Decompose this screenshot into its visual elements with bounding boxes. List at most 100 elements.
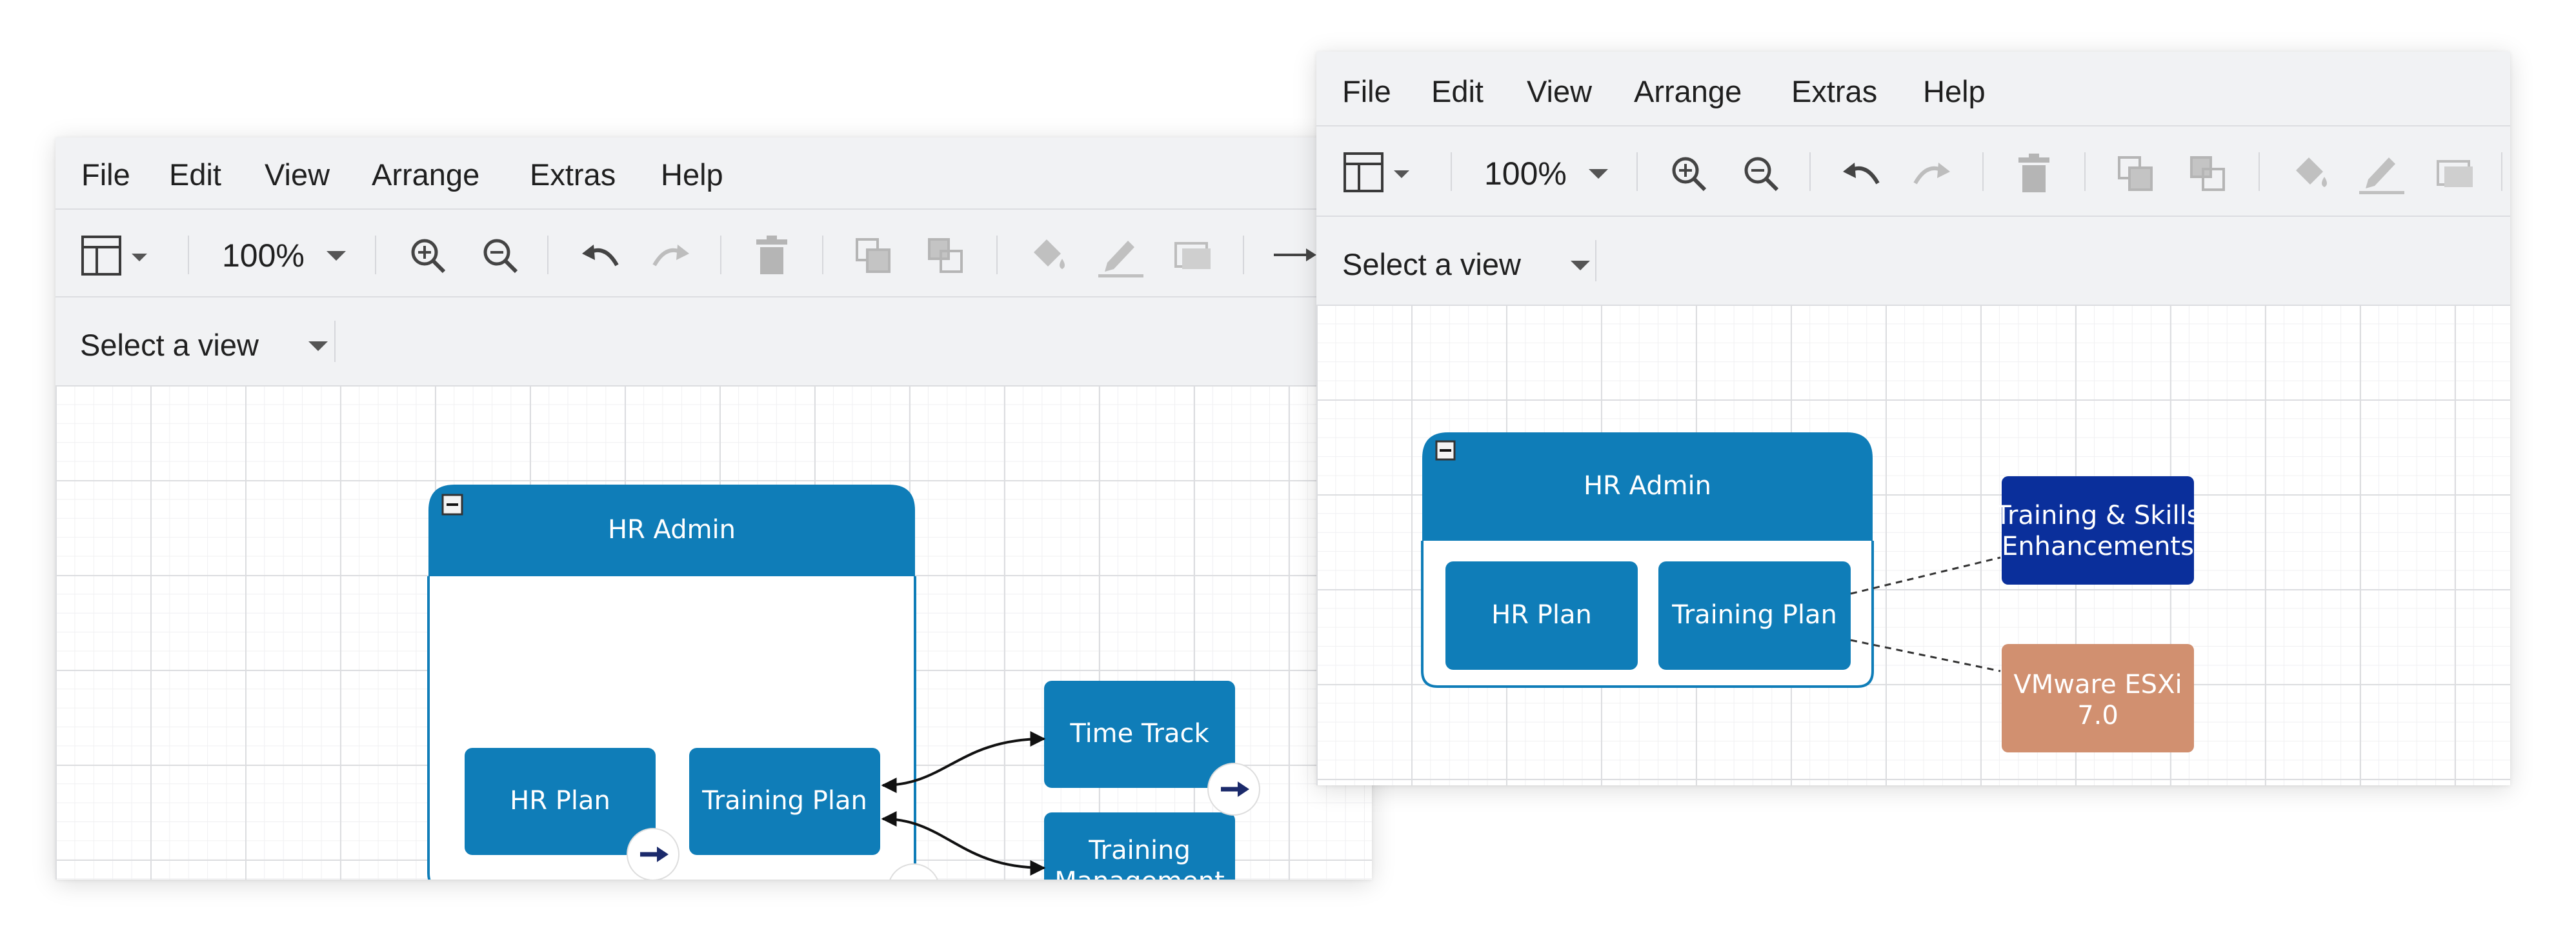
- format-panel-toggle[interactable]: [80, 234, 164, 283]
- training-management-node[interactable]: Training Management: [1044, 812, 1235, 880]
- redo-icon: [1913, 163, 1950, 185]
- collapse-toggle[interactable]: [441, 494, 463, 516]
- undo-button[interactable]: [1840, 159, 1882, 190]
- to-front-button[interactable]: [854, 237, 893, 279]
- to-back-button[interactable]: [2189, 155, 2228, 197]
- layout-panel-icon: [81, 236, 147, 276]
- collapse-icon: [441, 494, 463, 516]
- toolbar-separator: [1809, 152, 1811, 191]
- to-back-button[interactable]: [927, 237, 965, 279]
- connector-style-button[interactable]: [1274, 246, 1319, 268]
- shadow-button[interactable]: [2435, 157, 2477, 193]
- view-bar: Select a view: [55, 296, 1372, 387]
- to-front-button[interactable]: [2117, 155, 2155, 197]
- menu-help[interactable]: Help: [1923, 74, 1986, 108]
- menu-help[interactable]: Help: [661, 157, 723, 192]
- pen-icon: [1098, 241, 1143, 277]
- hr-admin-title: HR Admin: [608, 515, 736, 545]
- association-to-vmware-esxi[interactable]: [1850, 639, 2001, 672]
- connector-training-plan-to-training-management[interactable]: [881, 811, 1046, 876]
- fill-color-button[interactable]: [2291, 154, 2332, 196]
- arrow-right-icon: [1274, 248, 1316, 261]
- collapse-icon: [1435, 440, 1456, 461]
- training-plan-node[interactable]: Training Plan: [689, 748, 880, 855]
- zoom-out-button[interactable]: [481, 237, 520, 279]
- menu-bar: File Edit View Arrange Extras Help: [1316, 52, 2510, 125]
- vmware-label-line2: 7.0: [2077, 701, 2118, 730]
- toolbar-separator: [2084, 152, 2086, 191]
- vmware-esxi-node[interactable]: VMware ESXi 7.0: [2002, 644, 2194, 752]
- hr-plan-node[interactable]: HR Plan: [465, 748, 656, 855]
- line-color-button[interactable]: [2359, 152, 2404, 198]
- collapse-toggle[interactable]: [1435, 440, 1456, 461]
- hr-plan-node[interactable]: HR Plan: [1445, 561, 1638, 670]
- zoom-value: 100%: [1484, 156, 1567, 192]
- redo-button[interactable]: [650, 241, 692, 272]
- menu-edit[interactable]: Edit: [1431, 74, 1484, 108]
- time-track-node[interactable]: Time Track: [1044, 681, 1235, 788]
- diagram-canvas[interactable]: HR Admin HR Plan Training Plan Training …: [1316, 305, 2510, 785]
- arrow-right-icon: [1221, 781, 1249, 797]
- menu-extras[interactable]: Extras: [1791, 74, 1878, 108]
- zoom-dropdown[interactable]: 100%: [1484, 154, 1613, 192]
- menu-arrange[interactable]: Arrange: [372, 157, 480, 192]
- zoom-in-button[interactable]: [409, 237, 448, 279]
- to-back-icon: [928, 238, 963, 273]
- menu-file[interactable]: File: [1342, 74, 1391, 108]
- menu-view[interactable]: View: [265, 157, 330, 192]
- training-management-label-line1: Training: [1088, 836, 1191, 865]
- training-skills-enhancements-node[interactable]: Training & Skills Enhancements: [1995, 476, 2200, 585]
- trash-icon: [2018, 154, 2049, 192]
- redo-icon: [652, 245, 689, 267]
- zoom-out-icon: [1744, 157, 1779, 192]
- shadow-button[interactable]: [1173, 239, 1214, 275]
- zoom-out-icon: [483, 239, 518, 274]
- chevron-down-icon: [308, 341, 328, 351]
- menu-arrange[interactable]: Arrange: [1634, 74, 1742, 108]
- delete-button[interactable]: [752, 236, 791, 279]
- view-selector[interactable]: Select a view: [80, 327, 328, 360]
- view-selector[interactable]: Select a view: [1342, 247, 1590, 279]
- association-to-skills-enhancements[interactable]: [1850, 556, 2001, 595]
- zoom-out-button[interactable]: [1742, 155, 1781, 197]
- chevron-down-icon: [1571, 261, 1590, 270]
- menu-edit[interactable]: Edit: [169, 157, 221, 192]
- view-bar: Select a view: [1316, 216, 2510, 306]
- menu-bar: File Edit View Arrange Extras Help: [55, 137, 1372, 208]
- connector-training-plan-to-time-track[interactable]: [881, 731, 1046, 793]
- chevron-down-icon: [327, 251, 346, 261]
- skills-label-line1: Training & Skills: [1995, 501, 2200, 530]
- menu-file[interactable]: File: [81, 157, 130, 192]
- toolbar-separator: [1982, 152, 1984, 191]
- menu-view[interactable]: View: [1527, 74, 1593, 108]
- chevron-down-icon: [1589, 169, 1608, 179]
- skills-label-line2: Enhancements: [2002, 532, 2194, 561]
- toolbar-separator: [720, 236, 721, 274]
- delete-button[interactable]: [2015, 154, 2053, 197]
- hr-admin-expand-button[interactable]: [888, 863, 940, 880]
- shadow-icon: [2437, 160, 2473, 187]
- training-plan-node[interactable]: Training Plan: [1658, 561, 1851, 670]
- zoom-dropdown[interactable]: 100%: [222, 236, 351, 274]
- diagram-canvas[interactable]: HR Admin HR Plan Training Plan Time Trac…: [55, 385, 1372, 880]
- hr-admin-title: HR Admin: [1584, 471, 1711, 501]
- trash-icon: [756, 236, 787, 274]
- undo-button[interactable]: [579, 241, 621, 272]
- editor-window-right: File Edit View Arrange Extras Help 100%: [1316, 52, 2510, 785]
- fill-color-button[interactable]: [1029, 236, 1070, 277]
- line-color-button[interactable]: [1098, 236, 1143, 281]
- menu-extras[interactable]: Extras: [530, 157, 616, 192]
- toolbar-separator: [822, 236, 823, 274]
- redo-button[interactable]: [1911, 159, 1953, 190]
- hr-plan-expand-button[interactable]: [627, 828, 679, 880]
- toolbar: 100%: [1316, 125, 2510, 217]
- toolbar-separator: [188, 236, 189, 274]
- hr-plan-label: HR Plan: [1491, 600, 1592, 630]
- format-panel-toggle[interactable]: [1342, 151, 1426, 199]
- time-track-label: Time Track: [1069, 719, 1209, 749]
- view-bar-separator: [1595, 240, 1596, 281]
- zoom-in-button[interactable]: [1670, 155, 1709, 197]
- toolbar: 100%: [55, 208, 1372, 297]
- time-track-expand-button[interactable]: [1207, 763, 1260, 816]
- undo-icon: [1843, 163, 1880, 185]
